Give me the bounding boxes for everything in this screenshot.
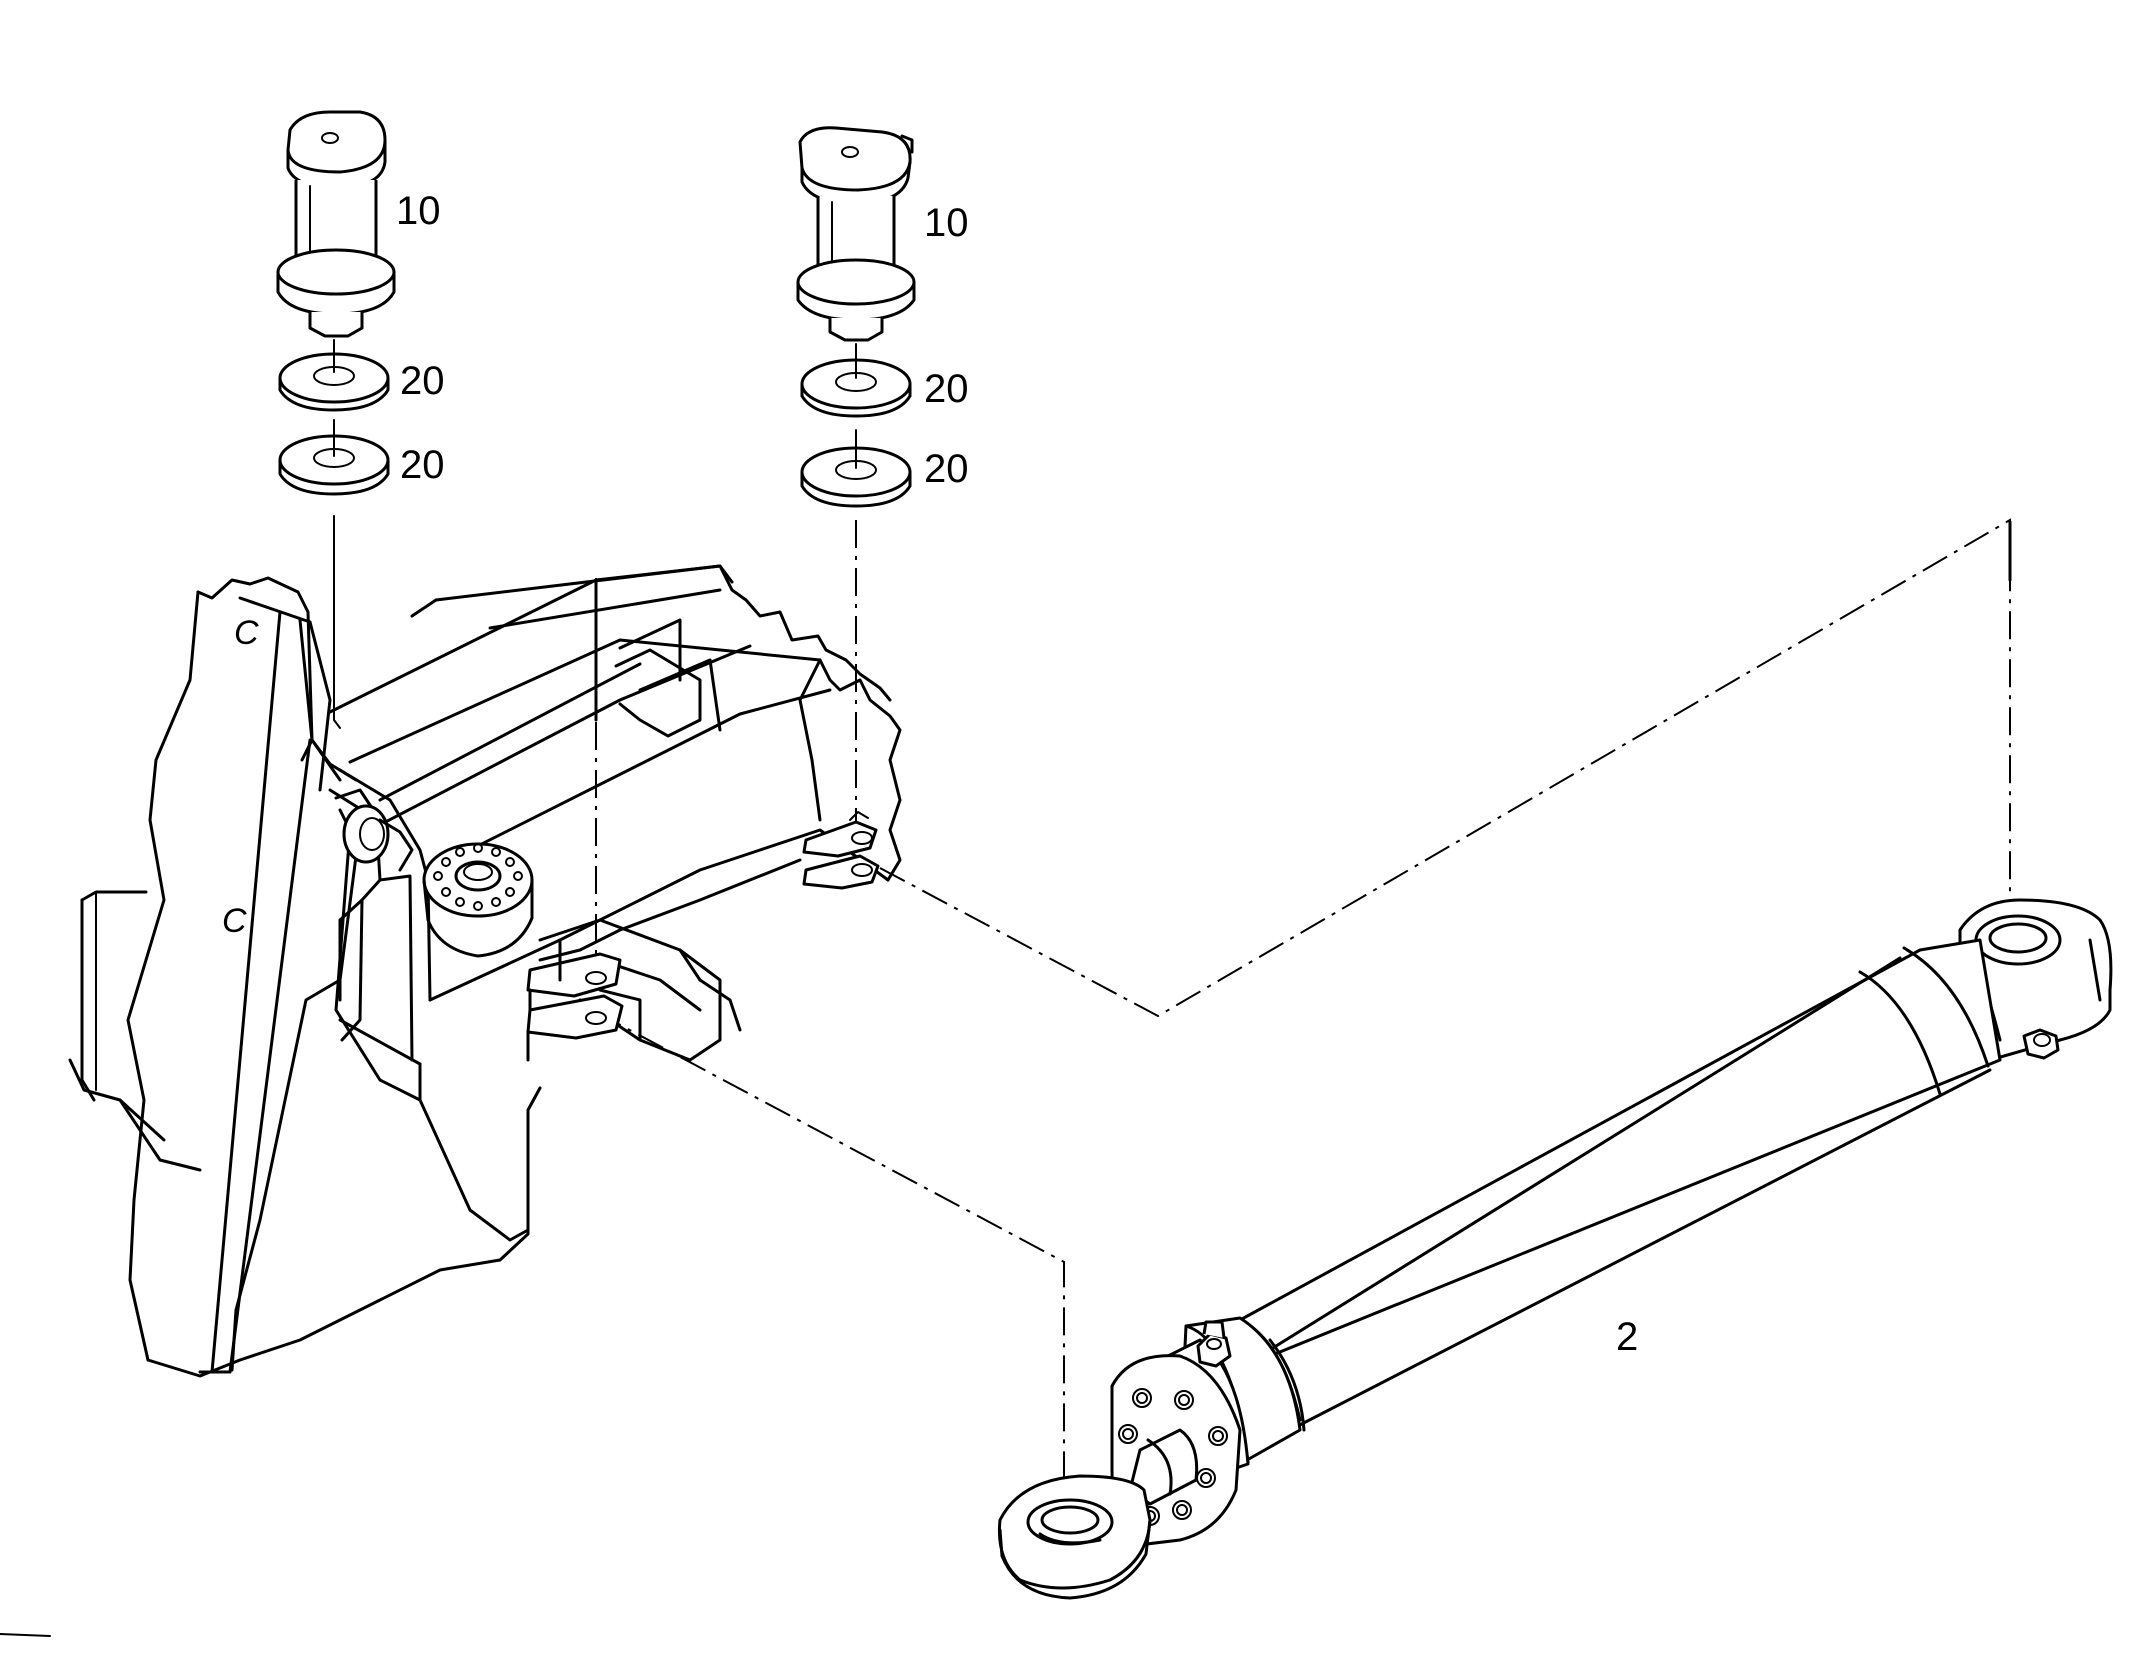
pin-right[interactable] bbox=[796, 126, 916, 342]
callout-pin-left: 10 bbox=[396, 189, 441, 233]
grease-fitting-base bbox=[2022, 1028, 2060, 1060]
pin-left[interactable] bbox=[276, 110, 396, 338]
callout-labels: 10 10 20 20 20 20 2 bbox=[396, 189, 1638, 1359]
clevis-right bbox=[802, 811, 880, 890]
washer-left-lower[interactable] bbox=[278, 434, 390, 496]
callout-cylinder: 2 bbox=[1616, 1315, 1638, 1359]
frame-mark-upper: C bbox=[234, 614, 259, 652]
callout-washer-right-lower: 20 bbox=[924, 447, 969, 491]
callout-pin-right: 10 bbox=[924, 201, 969, 245]
callout-washer-right-upper: 20 bbox=[924, 367, 969, 411]
clevis-lower-left bbox=[526, 952, 624, 1062]
callout-washer-left-lower: 20 bbox=[400, 443, 445, 487]
frame-boss bbox=[342, 804, 414, 872]
hydraulic-cylinder[interactable] bbox=[997, 898, 2113, 1600]
alignment-lines bbox=[333, 339, 2012, 1510]
washer-left-upper[interactable] bbox=[278, 352, 390, 412]
washer-right-upper[interactable] bbox=[800, 358, 912, 418]
frame: C C bbox=[68, 564, 902, 1378]
scan-mark bbox=[0, 1633, 51, 1637]
callout-washer-left-upper: 20 bbox=[400, 359, 445, 403]
grease-fitting-head bbox=[1196, 1320, 1232, 1368]
frame-mark-lower: C bbox=[222, 902, 247, 940]
trunnion-flange bbox=[422, 842, 534, 958]
